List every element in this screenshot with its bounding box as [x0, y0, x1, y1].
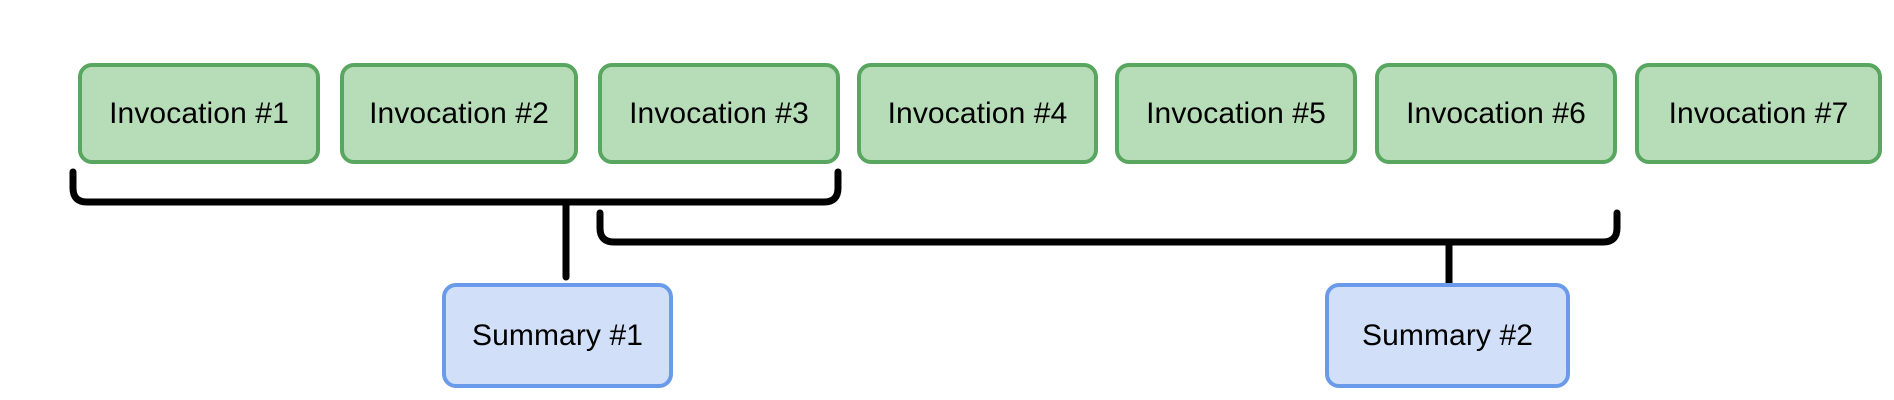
node-invocation-4-label: Invocation #4: [887, 96, 1068, 130]
bracket-summary-2-path: [596, 209, 1621, 246]
node-invocation-1[interactable]: Invocation #1: [78, 63, 320, 164]
node-invocation-3-label: Invocation #3: [629, 96, 809, 130]
node-invocation-2[interactable]: Invocation #2: [340, 63, 578, 164]
bracket-summary-2: [596, 209, 1621, 289]
node-invocation-4[interactable]: Invocation #4: [857, 63, 1098, 164]
bracket-summary-1: [69, 168, 842, 281]
node-invocation-6-label: Invocation #6: [1406, 96, 1586, 130]
node-invocation-3[interactable]: Invocation #3: [598, 63, 840, 164]
node-summary-2-label: Summary #2: [1361, 318, 1534, 352]
node-summary-1-label: Summary #1: [471, 318, 644, 352]
node-invocation-5[interactable]: Invocation #5: [1115, 63, 1357, 164]
bracket-summary-1-path: [69, 168, 842, 206]
node-invocation-7[interactable]: Invocation #7: [1635, 63, 1882, 164]
node-summary-2[interactable]: Summary #2: [1325, 283, 1570, 388]
node-invocation-7-label: Invocation #7: [1668, 96, 1849, 130]
node-invocation-1-label: Invocation #1: [109, 96, 289, 130]
node-invocation-6[interactable]: Invocation #6: [1375, 63, 1617, 164]
node-summary-1[interactable]: Summary #1: [442, 283, 673, 388]
node-invocation-5-label: Invocation #5: [1146, 96, 1326, 130]
node-invocation-2-label: Invocation #2: [369, 96, 549, 130]
